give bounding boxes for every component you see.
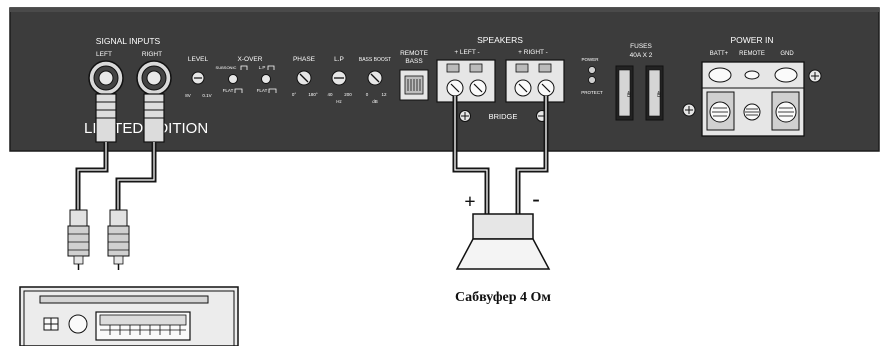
plus-sign: +	[464, 191, 475, 213]
signal-inputs-label: SIGNAL INPUTS	[96, 36, 161, 46]
subsonic-label: SUBSONIC	[216, 65, 237, 70]
level-label: LEVEL	[188, 56, 209, 63]
fuses-label: FUSES	[630, 43, 652, 50]
flat-icon-2	[268, 88, 277, 93]
xover-switch-subsonic	[228, 74, 238, 84]
subsonic-switch-icon	[240, 65, 248, 70]
remote-bass-port-icon	[399, 69, 429, 101]
rca-jack-right	[136, 60, 172, 96]
speaker-terminal-left	[436, 59, 496, 103]
speakers-label: SPEAKERS	[477, 35, 523, 45]
speaker-wire-positive	[452, 96, 490, 214]
phase-min-label: 0°	[292, 92, 297, 97]
bass-boost-label: BASS BOOST	[359, 57, 391, 63]
protect-led-label: PROTECT	[581, 90, 603, 95]
power-led	[588, 66, 596, 74]
bass-boost-knob	[367, 70, 383, 86]
flat-icon-1	[234, 88, 243, 93]
remote-bass-label-1: REMOTE	[400, 50, 428, 57]
level-min-label: 8V	[185, 93, 191, 98]
rca-cable-left	[75, 93, 117, 210]
power-terminal-block	[701, 61, 805, 137]
rca-plug-left	[67, 209, 90, 270]
protect-led	[588, 76, 596, 84]
remote-bass-label-2: BASS	[405, 58, 423, 65]
level-knob	[191, 71, 205, 85]
lp-knob	[331, 70, 347, 86]
rca-jack-left	[88, 60, 124, 96]
xover-switch-lp	[261, 74, 271, 84]
power-in-label: POWER IN	[731, 35, 774, 45]
lp-label: L.P	[334, 56, 344, 63]
flat-label-2: FLAT	[257, 88, 268, 93]
head-unit	[19, 286, 239, 346]
subwoofer-icon	[455, 213, 551, 270]
xover-label: X-OVER	[238, 56, 263, 63]
fuse-1	[615, 65, 634, 121]
lp-switch-icon	[267, 65, 275, 70]
right-input-label: RIGHT	[142, 51, 162, 58]
phase-label: PHASE	[293, 56, 316, 63]
lp-unit-label: Hz	[336, 99, 342, 104]
left-input-label: LEFT	[96, 51, 112, 58]
minus-sign: -	[532, 186, 539, 211]
speaker-terminal-right	[505, 59, 565, 103]
bb-max-label: 12	[381, 92, 387, 97]
mounting-screw-right	[808, 69, 822, 83]
bb-unit-label: dB	[372, 99, 378, 104]
phase-max-label: 180°	[308, 92, 318, 97]
fuse-1-rating: 40	[625, 91, 631, 97]
gnd-label: GND	[780, 51, 794, 57]
speaker-left-label: + LEFT -	[454, 49, 479, 56]
rca-plug-right	[107, 209, 130, 270]
phase-knob	[296, 70, 312, 86]
rca-cable-right	[115, 93, 165, 210]
remote-power-label: REMOTE	[739, 51, 765, 57]
bb-min-label: 0	[366, 92, 369, 97]
fuse-2-rating: 40	[655, 91, 661, 97]
power-led-label: POWER	[581, 57, 599, 62]
flat-label-1: FLAT	[223, 88, 234, 93]
batt-label: BATT+	[710, 51, 729, 57]
speaker-right-label: + RIGHT -	[518, 49, 548, 56]
subwoofer-label: Сабвуфер 4 Ом	[455, 290, 551, 305]
lp-min-label: 40	[327, 92, 333, 97]
amplifier-panel-edge	[10, 8, 879, 12]
fuses-rating-label: 40A X 2	[630, 52, 653, 59]
fuse-2	[645, 65, 664, 121]
bridge-label: BRIDGE	[489, 112, 518, 121]
level-max-label: 0.1V	[202, 93, 211, 98]
mounting-screw-left	[682, 103, 696, 117]
lp-switch-label: L.P	[259, 65, 266, 70]
speaker-wire-negative	[515, 96, 549, 214]
lp-max-label: 200	[344, 92, 352, 97]
